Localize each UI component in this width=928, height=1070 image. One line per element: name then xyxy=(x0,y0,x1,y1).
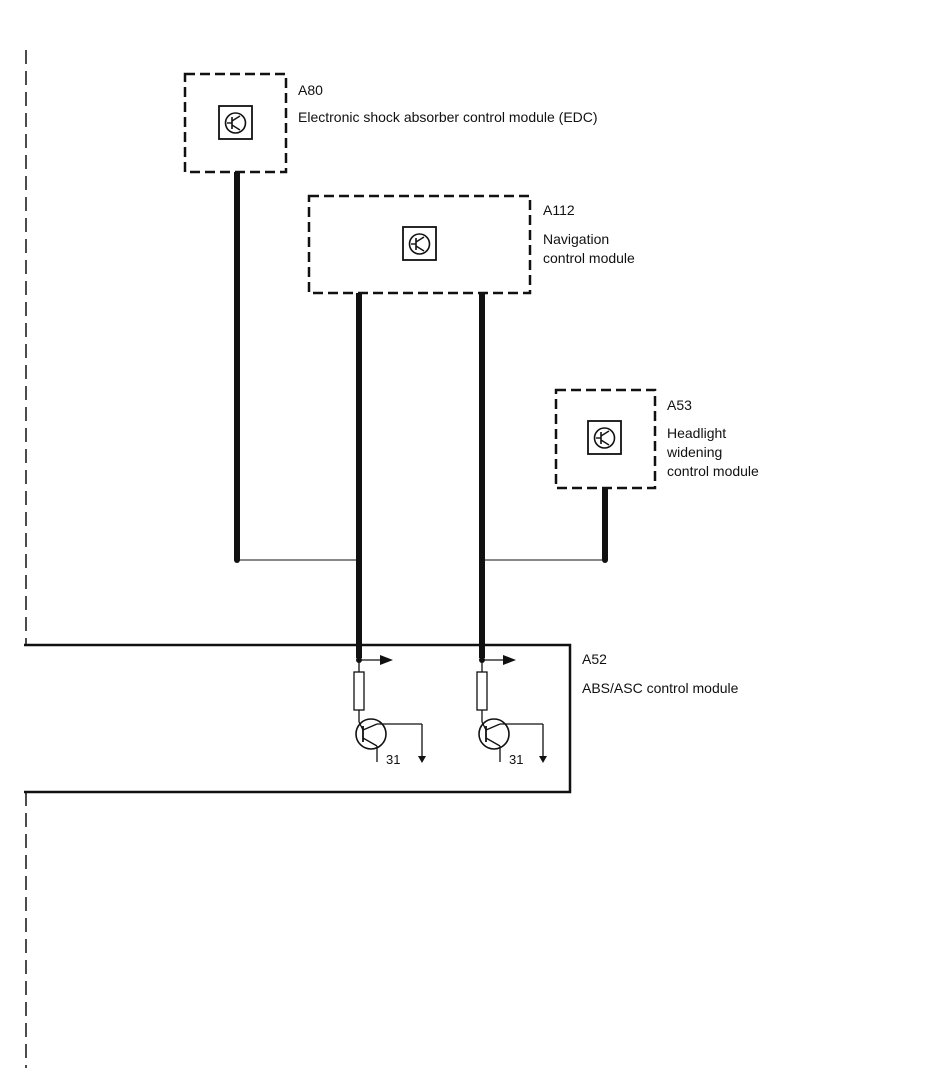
arrow-right-icon xyxy=(380,655,393,665)
module-a53-code: A53 xyxy=(667,397,692,413)
module-a112-box xyxy=(307,194,532,295)
input-stage-right: 31 xyxy=(476,655,547,767)
module-a80-code: A80 xyxy=(298,82,323,98)
module-a53: A53 Headlight widening control module xyxy=(554,388,759,490)
module-a53-name-line1: Headlight xyxy=(667,425,726,441)
transistor-icon xyxy=(355,718,387,750)
splice-dot xyxy=(602,557,608,563)
ground-icon xyxy=(418,756,426,763)
module-a52-box xyxy=(24,643,572,794)
transistor-icon xyxy=(478,718,510,750)
splice-dot xyxy=(234,557,240,563)
module-a53-name-line2: widening xyxy=(666,444,722,460)
ground-icon xyxy=(539,756,547,763)
resistor xyxy=(353,671,365,711)
ground-label-left: 31 xyxy=(386,752,400,767)
transistor-symbol-icon xyxy=(402,226,437,261)
transistor-symbol-icon xyxy=(218,105,253,140)
module-a52-code: A52 xyxy=(582,651,607,667)
module-a52: A52 ABS/ASC control module 31 xyxy=(24,643,739,794)
module-a80-box xyxy=(183,72,288,174)
resistor xyxy=(476,671,488,711)
module-a112-name-line2: control module xyxy=(543,250,635,266)
module-a53-box xyxy=(554,388,657,490)
module-a112-code: A112 xyxy=(543,202,575,218)
module-a80-name: Electronic shock absorber control module… xyxy=(298,109,598,125)
module-a80: A80 Electronic shock absorber control mo… xyxy=(183,72,598,174)
module-a53-name-line3: control module xyxy=(667,463,759,479)
module-a112: A112 Navigation control module xyxy=(307,194,635,295)
module-a52-name: ABS/ASC control module xyxy=(582,680,739,696)
input-stage-left: 31 xyxy=(353,655,426,767)
ground-label-right: 31 xyxy=(509,752,523,767)
transistor-symbol-icon xyxy=(587,420,622,455)
arrow-right-icon xyxy=(503,655,516,665)
module-a112-name-line1: Navigation xyxy=(543,231,609,247)
